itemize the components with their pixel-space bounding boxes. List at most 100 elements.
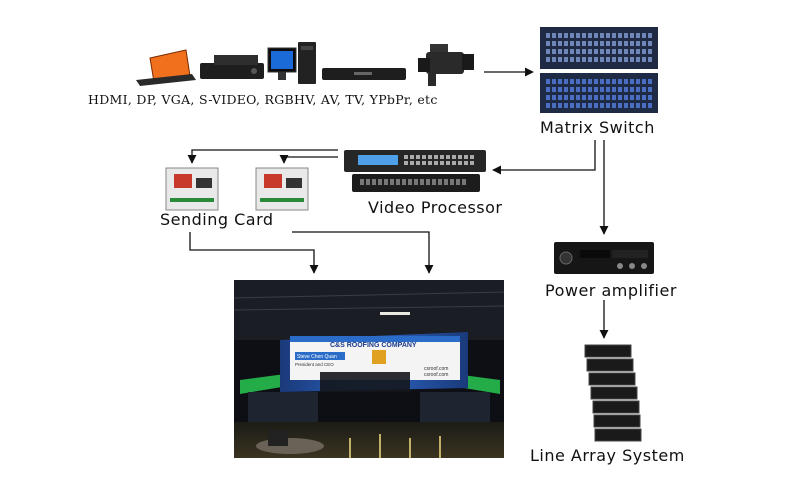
rack-port [576, 103, 580, 108]
rack-port [564, 33, 568, 38]
arrow-processor-to-card-2 [279, 154, 338, 164]
rack-port [636, 49, 640, 54]
sending-card-1 [165, 167, 219, 211]
rack-port [452, 161, 456, 165]
rack-port [600, 87, 604, 92]
rack-port [594, 87, 598, 92]
sending-card-2 [255, 167, 309, 211]
rack-port [564, 95, 568, 100]
matrix-switch-device [540, 27, 658, 113]
rack-port [624, 87, 628, 92]
rack-port [588, 95, 592, 100]
rack-port [594, 95, 598, 100]
rack-port [594, 33, 598, 38]
rack-port [582, 103, 586, 108]
rack-port [624, 33, 628, 38]
rack-port [624, 49, 628, 54]
rack-port [624, 79, 628, 84]
rack-port [600, 49, 604, 54]
rack-port [642, 95, 646, 100]
rack-port [624, 41, 628, 46]
rack-port [648, 41, 652, 46]
rack-port [546, 41, 550, 46]
rack-port [636, 57, 640, 62]
rack-port [570, 87, 574, 92]
rack-port [612, 103, 616, 108]
rack-port [612, 49, 616, 54]
rack-port [612, 41, 616, 46]
rack-port [582, 57, 586, 62]
rack-port [582, 79, 586, 84]
rack-port [422, 155, 426, 159]
rack-port [450, 179, 454, 185]
rack-port [570, 95, 574, 100]
rack-port [642, 33, 646, 38]
sources-label: HDMI, DP, VGA, S-VIDEO, RGBHV, AV, TV, Y… [88, 92, 438, 107]
rack-port [552, 41, 556, 46]
rack-port [612, 33, 616, 38]
rack-port [552, 49, 556, 54]
rack-port [552, 57, 556, 62]
rack-port [588, 87, 592, 92]
set-top-box-icon [200, 55, 264, 79]
rack-port [648, 95, 652, 100]
rack-port [570, 103, 574, 108]
rack-port [630, 41, 634, 46]
rack-port [446, 161, 450, 165]
rack-port [414, 179, 418, 185]
rack-port [564, 79, 568, 84]
screen-person-role: President and CEO [295, 362, 334, 367]
rack-port [546, 49, 550, 54]
rack-port [636, 87, 640, 92]
rack-port [630, 33, 634, 38]
rack-port [636, 41, 640, 46]
line-array-speakers [584, 344, 642, 442]
rack-port [618, 57, 622, 62]
rack-port [582, 95, 586, 100]
rack-port [458, 161, 462, 165]
rack-port [606, 103, 610, 108]
rack-port [612, 79, 616, 84]
rack-port [570, 79, 574, 84]
rack-port [552, 33, 556, 38]
rack-port [552, 95, 556, 100]
rack-port [426, 179, 430, 185]
rack-port [618, 95, 622, 100]
rack-port [600, 33, 604, 38]
rack-port [546, 95, 550, 100]
rack-port [546, 33, 550, 38]
rack-port [558, 79, 562, 84]
rack-port [618, 103, 622, 108]
rack-port [402, 179, 406, 185]
rack-port [618, 49, 622, 54]
rack-port [552, 87, 556, 92]
matrix-switch-label: Matrix Switch [540, 118, 655, 137]
rack-port [588, 103, 592, 108]
rack-port [582, 49, 586, 54]
rack-port [582, 41, 586, 46]
rack-port [390, 179, 394, 185]
rack-port [648, 57, 652, 62]
rack-port [552, 79, 556, 84]
rack-port [642, 87, 646, 92]
rack-port [360, 179, 364, 185]
rack-port [378, 179, 382, 185]
rack-port [642, 41, 646, 46]
rack-port [576, 79, 580, 84]
rack-port [618, 79, 622, 84]
rack-port [594, 49, 598, 54]
screen-company-name: C&S ROOFING COMPANY [330, 342, 417, 349]
rack-port [582, 87, 586, 92]
rack-port [636, 33, 640, 38]
rack-port [576, 41, 580, 46]
rack-port [606, 49, 610, 54]
rack-port [630, 103, 634, 108]
rack-port [558, 57, 562, 62]
rack-port [630, 57, 634, 62]
rack-port [636, 103, 640, 108]
rack-port [642, 57, 646, 62]
rack-port [558, 33, 562, 38]
rack-port [630, 87, 634, 92]
video-camera-icon [418, 44, 474, 86]
arrow-card-2-to-display [292, 231, 434, 274]
